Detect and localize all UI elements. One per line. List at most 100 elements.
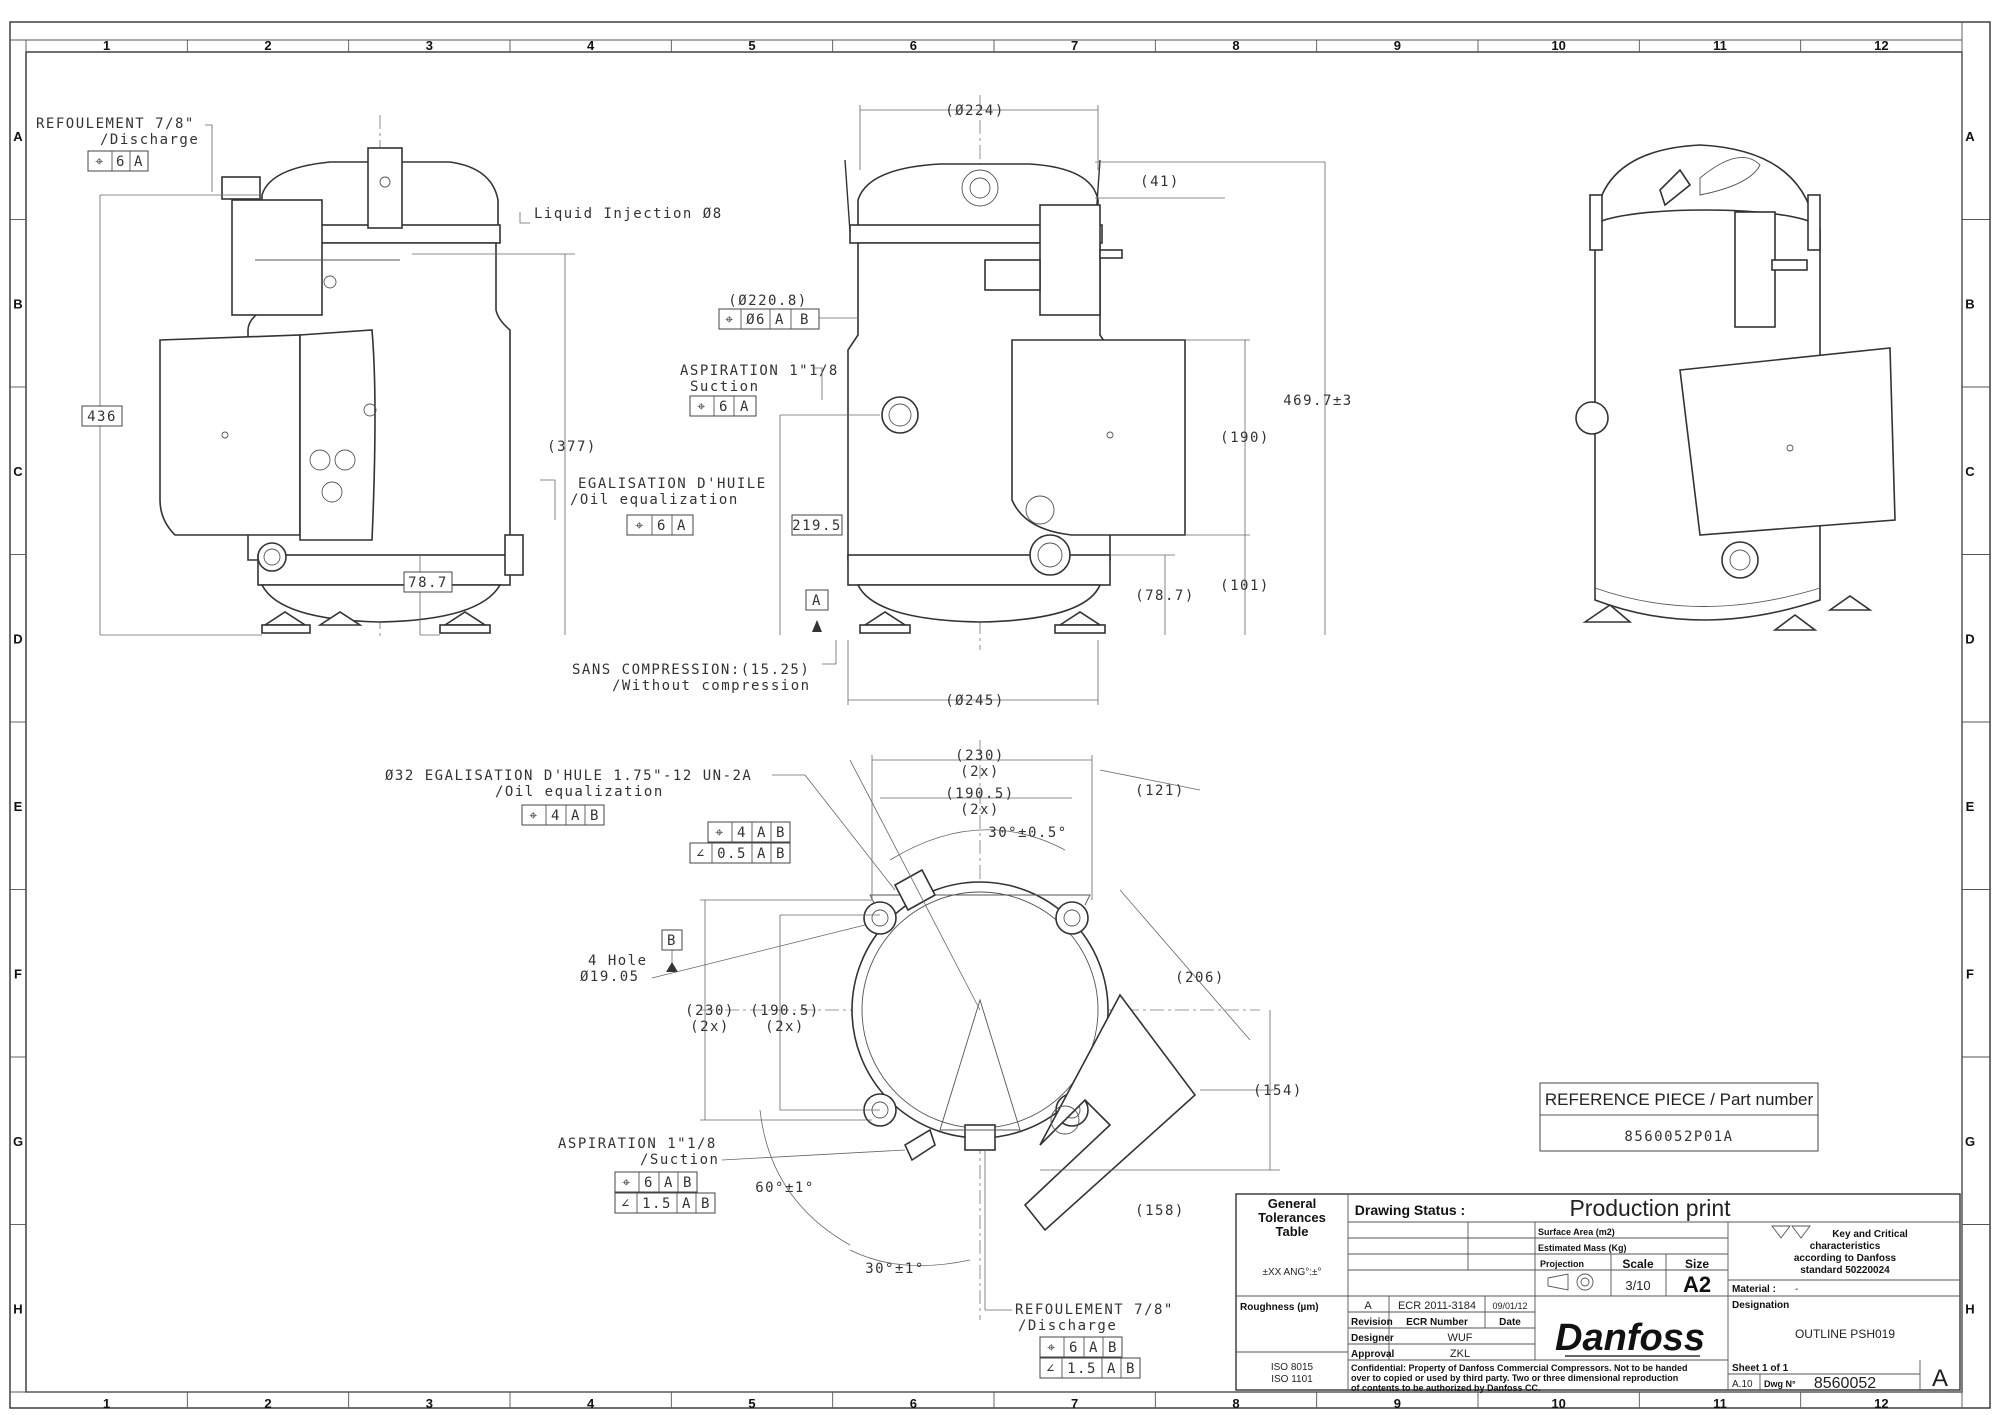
title-block: General Tolerances Table ±XX ANG°:±° Rou… xyxy=(1235,1193,1961,1393)
svg-text:B: B xyxy=(776,846,786,862)
grid-column-label: 12 xyxy=(1874,1396,1888,1411)
grid-column-label: 10 xyxy=(1551,38,1565,53)
mounting-hole xyxy=(1055,901,1089,935)
oil-port-angle-tolerance: ∠ 0.5 A B xyxy=(689,842,791,864)
dim-2x-a: (2x) xyxy=(960,764,1000,780)
terminal-box xyxy=(1023,993,1197,1232)
electric-box-top xyxy=(231,199,323,316)
revision-label: Revision xyxy=(1351,1317,1393,1328)
suction-port xyxy=(903,1128,936,1162)
confidential-3: of contents to be authorized by Danfoss … xyxy=(1351,1383,1541,1393)
sheet-label: Sheet 1 of 1 xyxy=(1732,1363,1789,1374)
surface-area-label: Surface Area (m2) xyxy=(1538,1227,1615,1237)
designation-label: Designation xyxy=(1732,1300,1789,1311)
svg-text:A: A xyxy=(757,846,767,862)
ecr-label: ECR Number xyxy=(1406,1317,1468,1328)
svg-text:6: 6 xyxy=(719,399,729,415)
dim-2x-b: (2x) xyxy=(960,802,1000,818)
approval-label: Approval xyxy=(1351,1349,1395,1360)
grid-column-label: 9 xyxy=(1394,1396,1401,1411)
dim-2x-d: (2x) xyxy=(765,1019,805,1035)
svg-text:6: 6 xyxy=(644,1175,654,1191)
dim-78-7-front: (78.7) xyxy=(1135,588,1195,604)
dwg-number: 8560052 xyxy=(1814,1375,1876,1392)
dim-101: (101) xyxy=(1220,578,1270,594)
svg-text:B: B xyxy=(1108,1340,1118,1356)
dim-230-left: (230) xyxy=(685,1003,735,1019)
foot xyxy=(262,611,308,626)
no-compression-label: SANS COMPRESSION:(15.25) xyxy=(572,662,810,678)
svg-text:0.5: 0.5 xyxy=(717,846,747,862)
dim-2x-c: (2x) xyxy=(690,1019,730,1035)
sheet-format: A.10 xyxy=(1732,1379,1753,1390)
dim-219-5: 219.5 xyxy=(792,518,842,534)
grid-column-label: 8 xyxy=(1232,38,1239,53)
svg-text:B: B xyxy=(701,1196,711,1212)
grid-column-label: 3 xyxy=(426,38,433,53)
suction-fitting xyxy=(881,396,919,434)
confidential-2: over to copied or used by third party. T… xyxy=(1351,1373,1678,1383)
grid-row-label: D xyxy=(1965,631,1974,646)
size-value: A2 xyxy=(1683,1272,1711,1297)
size-label: Size xyxy=(1685,1257,1709,1271)
discharge-pipe xyxy=(221,176,261,200)
grid-column-label: 4 xyxy=(587,38,595,53)
svg-text:⌖: ⌖ xyxy=(697,399,706,415)
foot xyxy=(1582,603,1633,623)
svg-text:A: A xyxy=(1107,1361,1117,1377)
foot xyxy=(1057,611,1103,626)
grid-row-label: A xyxy=(1965,129,1975,144)
dia-tolerance-frame: ⌖ Ø6 A B xyxy=(718,308,820,330)
drawing-status: Production print xyxy=(1569,1195,1731,1221)
dim-121: (121) xyxy=(1135,783,1185,799)
drawing-status-label: Drawing Status : xyxy=(1355,1202,1465,1218)
reference-piece-box: REFERENCE PIECE / Part number 8560052P01… xyxy=(1539,1082,1819,1152)
discharge-sub-bottom: /Discharge xyxy=(1018,1318,1117,1334)
svg-text:A: A xyxy=(757,825,767,841)
svg-text:6: 6 xyxy=(657,518,667,534)
grid-column-label: 2 xyxy=(264,1396,271,1411)
grid-row-label: C xyxy=(13,464,23,479)
foot xyxy=(1827,595,1873,611)
grid-row-label: B xyxy=(13,296,22,311)
foot xyxy=(317,611,363,626)
svg-text:A: A xyxy=(740,399,750,415)
grid-row-label: E xyxy=(14,799,23,814)
date-label: Date xyxy=(1499,1317,1521,1328)
suction-label: ASPIRATION 1"1/8 xyxy=(680,363,839,379)
svg-text:A: A xyxy=(677,518,687,534)
svg-text:A: A xyxy=(571,808,581,824)
oil-port-tolerance-frame: ⌖ 4 A B xyxy=(521,804,605,826)
terminal-box xyxy=(159,334,301,536)
svg-text:⌖: ⌖ xyxy=(1047,1340,1056,1356)
grid-row-label: F xyxy=(1966,966,1974,981)
designation-value: OUTLINE PSH019 xyxy=(1795,1327,1895,1341)
grid-column-label: 6 xyxy=(910,38,917,53)
svg-text:6: 6 xyxy=(1069,1340,1079,1356)
outer-frame xyxy=(9,21,1991,1409)
material-label: Material : xyxy=(1732,1284,1776,1295)
grid-column-label: 11 xyxy=(1713,38,1727,53)
svg-text:⌖: ⌖ xyxy=(622,1175,631,1191)
terminal-box xyxy=(1679,347,1896,536)
key-char-2: characteristics xyxy=(1810,1241,1881,1252)
tol-format: ±XX ANG°:±° xyxy=(1263,1267,1322,1278)
key-characteristics-icon xyxy=(1771,1225,1811,1239)
grid-row-label: F xyxy=(14,966,22,981)
oil-port-label: Ø32 EGALISATION D'HULE 1.75"-12 UN-2A xyxy=(385,768,752,784)
suction-label-bottom: ASPIRATION 1"1/8 xyxy=(558,1136,717,1152)
discharge-label-bottom: REFOULEMENT 7/8" xyxy=(1015,1302,1174,1318)
mounting-hole xyxy=(863,901,897,935)
oil-equalization-port xyxy=(893,868,937,912)
grid-column-label: 12 xyxy=(1874,38,1888,53)
grid-column-label: 1 xyxy=(103,38,110,53)
svg-text:A: A xyxy=(775,312,785,328)
holes-label: 4 Hole xyxy=(588,953,648,969)
dim-469-7: 469.7±3 xyxy=(1283,393,1353,409)
iso-8015: ISO 8015 xyxy=(1271,1362,1314,1373)
svg-text:⌖: ⌖ xyxy=(715,825,724,841)
svg-text:B: B xyxy=(683,1175,693,1191)
